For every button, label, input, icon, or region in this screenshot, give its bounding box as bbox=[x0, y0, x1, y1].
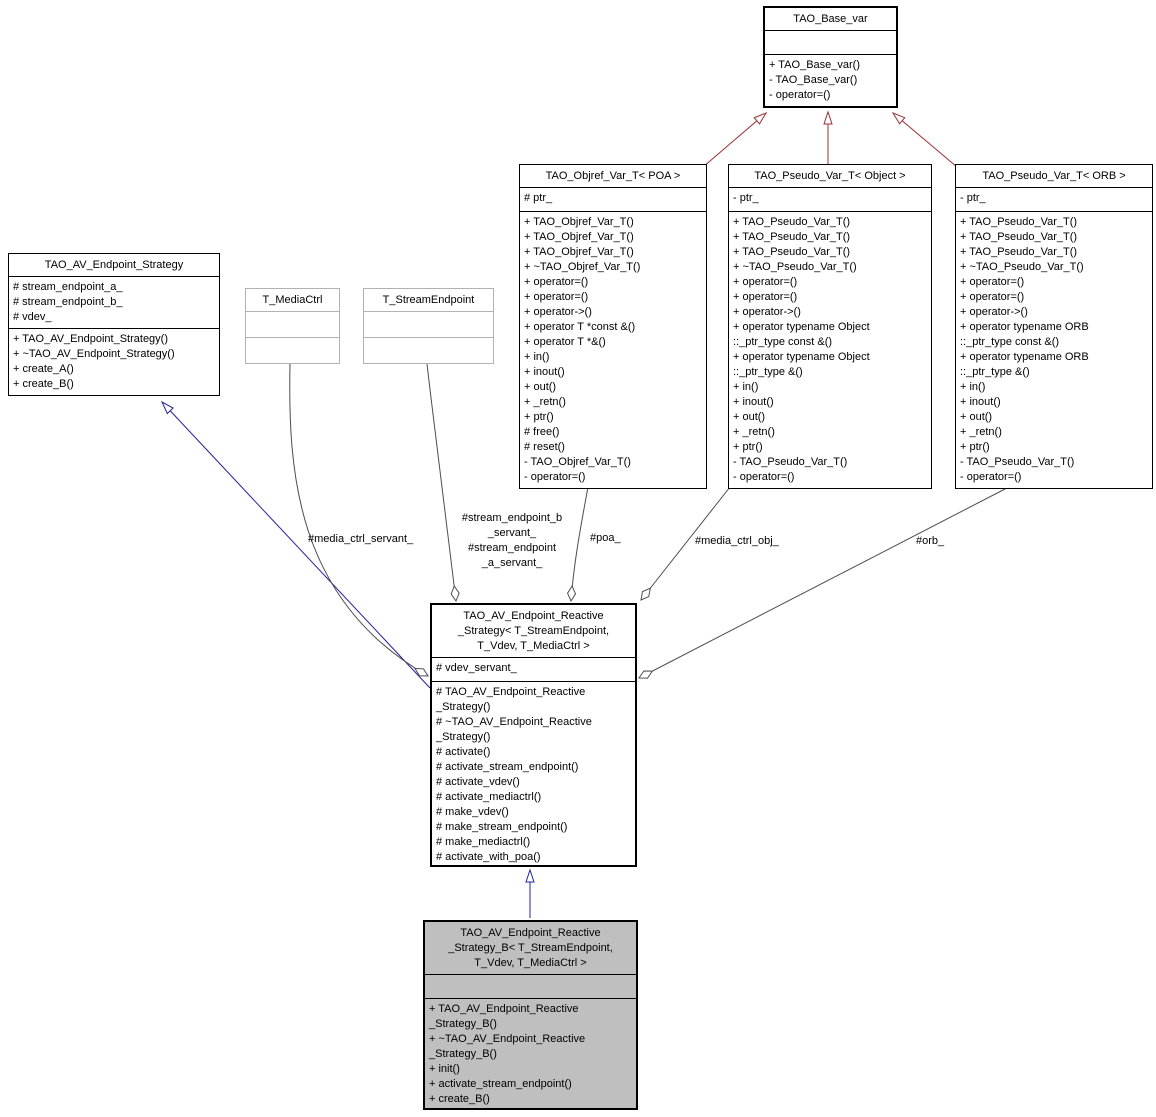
class-box-t-mediactrl: T_MediaCtrl bbox=[245, 288, 340, 364]
class-attributes bbox=[765, 30, 896, 54]
class-box-pseudo-var-object[interactable]: TAO_Pseudo_Var_T< Object > - ptr_ + TAO_… bbox=[728, 164, 932, 489]
edge-label-poa: #poa_ bbox=[590, 532, 621, 544]
class-methods: # TAO_AV_Endpoint_Reactive_Strategy()# ~… bbox=[432, 681, 635, 865]
aggregation-edge-media-ctrl-servant bbox=[289, 363, 428, 676]
class-attributes: - ptr_ bbox=[729, 187, 931, 211]
class-methods: + TAO_Pseudo_Var_T()+ TAO_Pseudo_Var_T()… bbox=[956, 211, 1152, 488]
class-methods bbox=[364, 337, 493, 363]
inheritance-edge-reactive-strategy-to-endpoint-strategy bbox=[160, 400, 431, 689]
class-methods: + TAO_Base_var()- TAO_Base_var()- operat… bbox=[765, 54, 896, 106]
class-attributes: # ptr_ bbox=[520, 187, 706, 211]
class-title: T_StreamEndpoint bbox=[382, 294, 475, 306]
edge-label-orb: #orb_ bbox=[916, 535, 945, 547]
class-attributes: # vdev_servant_ bbox=[432, 657, 635, 681]
class-attributes: # stream_endpoint_a_# stream_endpoint_b_… bbox=[9, 276, 219, 328]
class-box-objref-var-poa[interactable]: TAO_Objref_Var_T< POA > # ptr_ + TAO_Obj… bbox=[519, 164, 707, 489]
class-methods bbox=[246, 337, 339, 363]
class-box-reactive-strategy-b: TAO_AV_Endpoint_Reactive_Strategy_B< T_S… bbox=[423, 920, 638, 1110]
edge-label-media-ctrl-obj: #media_ctrl_obj_ bbox=[695, 535, 779, 547]
class-title: TAO_AV_Endpoint_Reactive_Strategy< T_Str… bbox=[457, 610, 610, 652]
class-box-pseudo-var-orb[interactable]: TAO_Pseudo_Var_T< ORB > - ptr_ + TAO_Pse… bbox=[955, 164, 1153, 489]
class-methods: + TAO_AV_Endpoint_Reactive_Strategy_B()+… bbox=[425, 998, 636, 1108]
class-box-av-endpoint-strategy[interactable]: TAO_AV_Endpoint_Strategy # stream_endpoi… bbox=[8, 253, 220, 396]
class-box-tao-base-var[interactable]: TAO_Base_var + TAO_Base_var()- TAO_Base_… bbox=[763, 6, 898, 108]
class-attributes bbox=[364, 311, 493, 337]
class-box-t-streamendpoint: T_StreamEndpoint bbox=[363, 288, 494, 364]
class-title: TAO_Base_var bbox=[793, 13, 868, 25]
class-title: TAO_AV_Endpoint_Strategy bbox=[44, 259, 184, 271]
aggregation-edge-stream-endpoint-servant bbox=[426, 363, 456, 601]
class-attributes bbox=[246, 311, 339, 337]
class-box-reactive-strategy[interactable]: TAO_AV_Endpoint_Reactive_Strategy< T_Str… bbox=[430, 603, 637, 867]
edge-label-media-ctrl-servant: #media_ctrl_servant_ bbox=[308, 533, 414, 545]
aggregation-edge-orb bbox=[639, 488, 1006, 678]
edge-label-stream-endpoint-servant: #stream_endpoint_b_servant_#stream_endpo… bbox=[461, 512, 563, 569]
class-attributes: - ptr_ bbox=[956, 187, 1152, 211]
inheritance-edge-objref-poa-to-base-var bbox=[702, 111, 768, 168]
inheritance-edge-pseudo-orb-to-base-var bbox=[891, 111, 958, 168]
class-title: TAO_AV_Endpoint_Reactive_Strategy_B< T_S… bbox=[448, 927, 613, 969]
class-attributes bbox=[425, 974, 636, 998]
aggregation-edge-poa bbox=[571, 486, 589, 601]
class-methods: + TAO_Objref_Var_T()+ TAO_Objref_Var_T()… bbox=[520, 211, 706, 488]
class-title: TAO_Pseudo_Var_T< Object > bbox=[754, 170, 906, 182]
class-title: T_MediaCtrl bbox=[262, 294, 323, 306]
class-title: TAO_Pseudo_Var_T< ORB > bbox=[982, 170, 1126, 182]
aggregation-edge-media-ctrl-obj bbox=[641, 486, 731, 600]
class-methods: + TAO_Pseudo_Var_T()+ TAO_Pseudo_Var_T()… bbox=[729, 211, 931, 488]
class-title: TAO_Objref_Var_T< POA > bbox=[545, 170, 681, 182]
class-methods: + TAO_AV_Endpoint_Strategy()+ ~TAO_AV_En… bbox=[9, 328, 219, 395]
